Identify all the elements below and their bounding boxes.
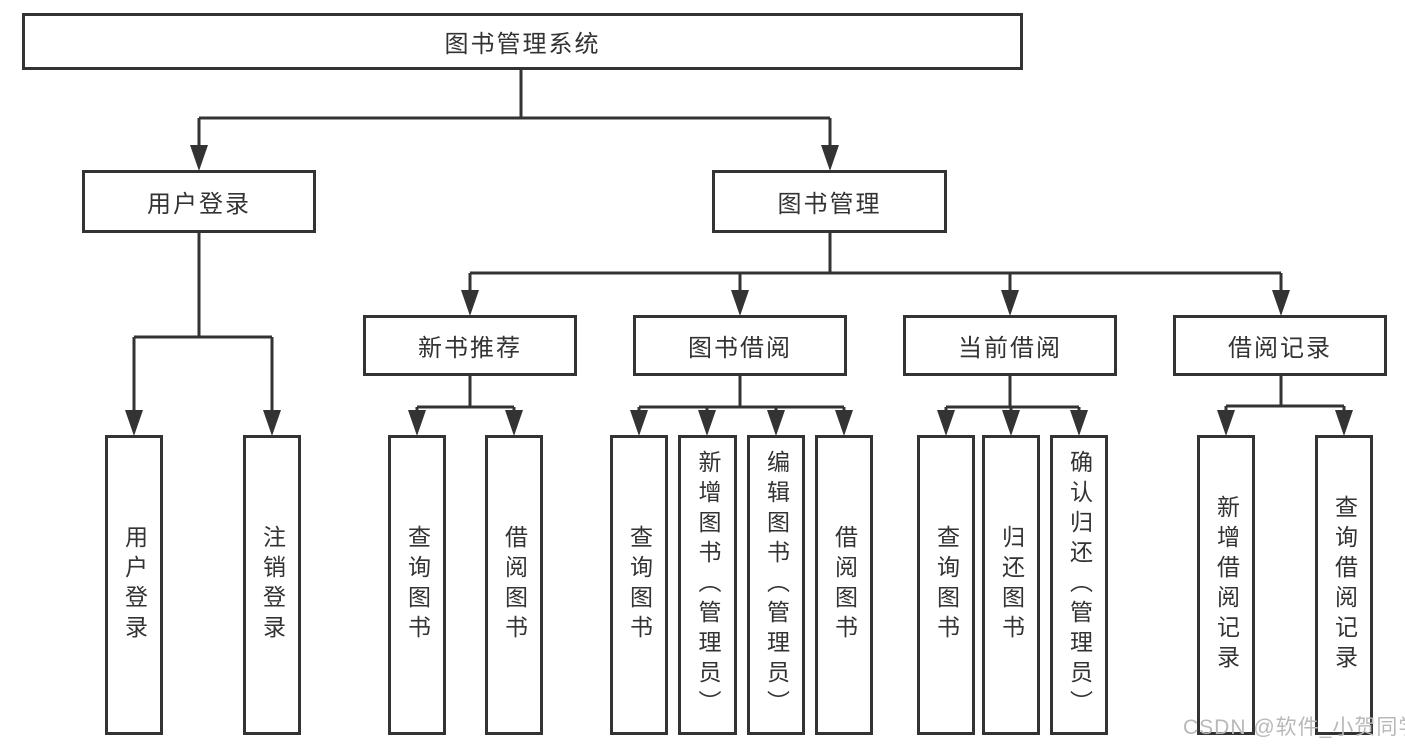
leaf-return-books: 归还图书: [982, 435, 1040, 735]
leaf-label: 查询图书: [404, 525, 431, 645]
node-borrow-records: 借阅记录: [1173, 315, 1387, 376]
node-label: 新书推荐: [418, 335, 522, 362]
arrowhead-icon: [821, 145, 839, 171]
node-book-borrowing: 图书借阅: [633, 315, 847, 376]
arrowhead-icon: [767, 410, 785, 436]
leaf-label: 查询图书: [626, 525, 653, 645]
leaf-query-books-borrowing: 查询图书: [610, 435, 668, 735]
leaf-query-books-current: 查询图书: [917, 435, 975, 735]
csdn-watermark: CSDN @软件_小贺同学: [1183, 716, 1405, 739]
node-label: 用户登录: [147, 191, 251, 218]
node-label: 当前借阅: [958, 335, 1062, 362]
arrowhead-icon: [1217, 410, 1235, 436]
leaf-user-login: 用户登录: [105, 435, 163, 735]
node-current-borrowing: 当前借阅: [903, 315, 1117, 376]
leaf-label: 编辑图书（管理员）: [763, 450, 790, 720]
leaf-query-borrow-record: 查询借阅记录: [1315, 435, 1373, 735]
leaf-add-books-admin: 新增图书（管理员）: [678, 435, 737, 735]
leaf-borrow-books-recommend: 借阅图书: [485, 435, 543, 735]
leaf-label: 用户登录: [121, 525, 148, 645]
node-label: 图书管理: [777, 191, 882, 218]
connectors-book-borrowing-to-leaves: [637, 375, 846, 412]
connector-line: [468, 233, 1283, 292]
arrowhead-icon: [835, 410, 853, 436]
connectors-book-management-to-level3: [468, 233, 1283, 292]
arrowhead-icon: [408, 410, 426, 436]
leaf-label: 新增图书（管理员）: [695, 450, 721, 720]
arrowhead-icon: [1002, 410, 1020, 436]
arrowhead-icon: [698, 410, 716, 436]
node-user-login: 用户登录: [82, 170, 316, 233]
connectors-root-to-level2: [197, 70, 832, 146]
leaf-label: 借阅图书: [501, 525, 528, 645]
arrowhead-icon: [1001, 290, 1019, 316]
connectors-borrow-records-to-leaves: [1224, 375, 1346, 412]
leaf-query-books-recommend: 查询图书: [388, 435, 446, 735]
connector-line: [415, 375, 516, 412]
connector-line: [944, 375, 1081, 412]
connector-line: [1224, 375, 1346, 412]
arrowhead-icon: [1272, 290, 1290, 316]
leaf-label: 查询借阅记录: [1331, 495, 1358, 675]
node-label: 图书管理系统: [444, 31, 601, 58]
arrowhead-icon: [731, 290, 749, 316]
leaf-label: 查询图书: [933, 525, 960, 645]
node-label: 借阅记录: [1228, 335, 1332, 362]
connectors-new-book-recommend-to-leaves: [415, 375, 516, 412]
arrowhead-icon: [630, 410, 648, 436]
arrowhead-icon: [937, 410, 955, 436]
leaf-borrow-books-borrowing: 借阅图书: [815, 435, 873, 735]
connectors-user-login-to-leaves: [132, 233, 274, 412]
leaf-label: 注销登录: [259, 525, 286, 645]
leaf-label: 归还图书: [998, 525, 1025, 645]
arrowhead-icon: [461, 290, 479, 316]
node-book-management: 图书管理: [712, 170, 947, 233]
leaf-label: 借阅图书: [831, 525, 858, 645]
leaf-label: 新增借阅记录: [1213, 495, 1240, 675]
leaf-add-borrow-record: 新增借阅记录: [1197, 435, 1255, 735]
arrowhead-icon: [190, 145, 208, 171]
arrowhead-icon: [125, 410, 143, 436]
arrowhead-icon: [263, 410, 281, 436]
leaf-logout-login: 注销登录: [243, 435, 301, 735]
connector-line: [637, 375, 846, 412]
node-label: 图书借阅: [688, 335, 792, 362]
arrowhead-icon: [505, 410, 523, 436]
arrowhead-icon: [1070, 410, 1088, 436]
node-new-book-recommend: 新书推荐: [363, 315, 577, 376]
connector-line: [132, 233, 274, 412]
connectors-current-borrowing-to-leaves: [944, 375, 1081, 412]
leaf-label: 确认归还（管理员）: [1066, 450, 1093, 720]
arrowhead-icon: [1335, 410, 1353, 436]
connector-line: [197, 70, 832, 146]
node-root-library-system: 图书管理系统: [22, 13, 1023, 70]
leaf-edit-books-admin: 编辑图书（管理员）: [747, 435, 805, 735]
leaf-confirm-return-admin: 确认归还（管理员）: [1050, 435, 1108, 735]
